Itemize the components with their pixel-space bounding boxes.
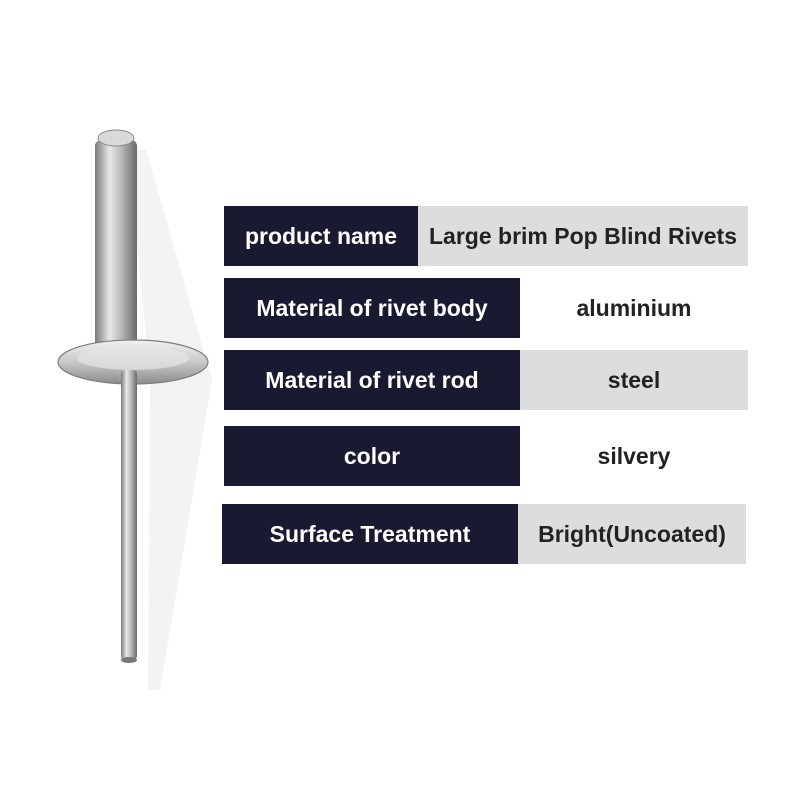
- spec-label: color: [224, 426, 520, 486]
- spec-row-color: color silvery: [224, 426, 748, 486]
- spec-value: steel: [520, 350, 748, 410]
- spec-row-product-name: product name Large brim Pop Blind Rivets: [224, 206, 748, 266]
- spec-value: silvery: [597, 442, 671, 469]
- spec-label: Surface Treatment: [222, 504, 518, 564]
- spec-value: Bright(Uncoated): [518, 504, 746, 564]
- spec-value: aluminium: [576, 294, 692, 321]
- spec-row-body-material: Material of rivet body aluminium: [224, 278, 748, 338]
- spec-row-rod-material: Material of rivet rod steel: [224, 350, 748, 410]
- spec-label: product name: [224, 206, 418, 266]
- rivet-product-image: [57, 129, 212, 690]
- spec-row-surface-treatment: Surface Treatment Bright(Uncoated): [222, 504, 746, 564]
- spec-label: Material of rivet body: [224, 278, 520, 338]
- spec-value: Large brim Pop Blind Rivets: [418, 206, 748, 266]
- spec-label: Material of rivet rod: [224, 350, 520, 410]
